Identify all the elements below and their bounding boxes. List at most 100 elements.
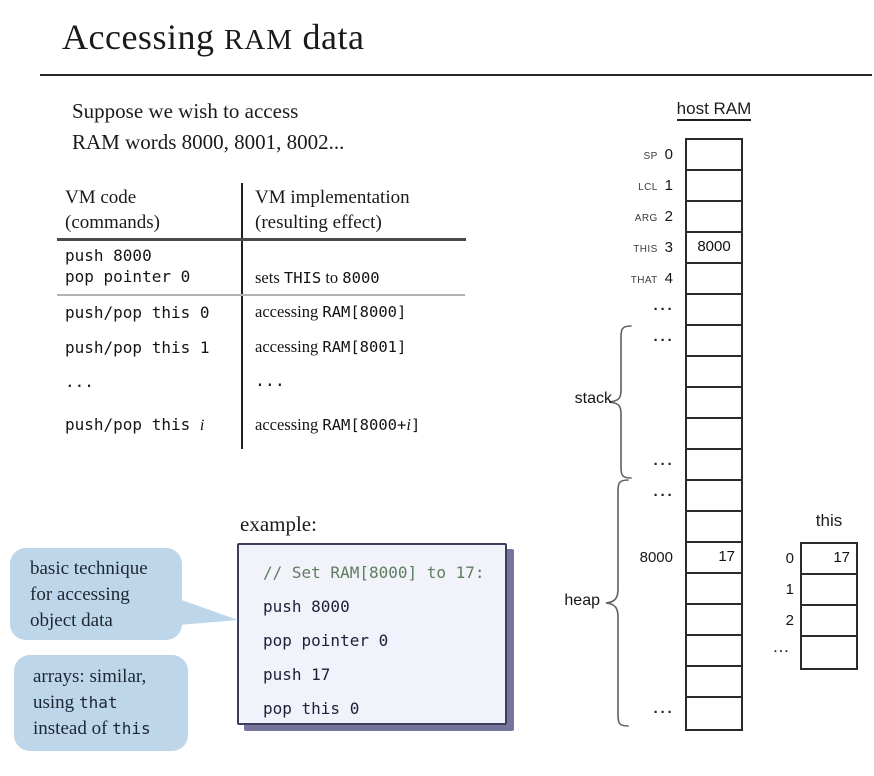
bubble-tail: [176, 598, 238, 625]
bubble-code: this: [112, 719, 151, 738]
heap-brace: [605, 479, 629, 727]
bubble-line: arrays: similar,: [33, 666, 147, 687]
vm-command: push 8000: [65, 246, 152, 265]
vm-command: pop pointer 0: [65, 267, 191, 286]
callout-bubble-basic-technique: basic technique for accessing object dat…: [10, 548, 182, 640]
intro-text: Suppose we wish to access RAM words 8000…: [72, 96, 344, 158]
example-label: example:: [240, 512, 317, 536]
ram-cell: ···: [654, 450, 741, 481]
effect-code: RAM[8001]: [322, 338, 407, 356]
ram-row-label: 8000: [639, 549, 673, 566]
table-column-divider: [241, 183, 243, 449]
table-header-vm-implementation: VM implementation (resulting effect): [255, 185, 410, 235]
bubble-text: using: [33, 692, 79, 713]
command-index-var: i: [199, 417, 205, 434]
ram-cell: [687, 667, 741, 698]
table-row-rule: [57, 294, 465, 296]
bubble-code: that: [78, 693, 118, 712]
ram-cell: [687, 419, 741, 450]
host-ram-title: host RAM: [654, 99, 774, 121]
ram-row-label: 0: [785, 550, 794, 567]
vm-effect: sets THIS to 8000: [255, 268, 380, 288]
heap-label: heap: [564, 592, 600, 609]
ram-row-label: 2: [785, 612, 794, 629]
intro-line-2: RAM words 8000, 8001, 8002...: [72, 130, 345, 154]
title-ram: RAM: [223, 24, 294, 56]
ram-cell-value: 17: [833, 549, 850, 566]
intro-line-1: Suppose we wish to access: [72, 99, 299, 123]
bubble-line: using that: [33, 690, 188, 716]
title-pre: Accessing: [62, 17, 224, 57]
this-segment-title: this: [815, 511, 843, 530]
bubble-line: object data: [30, 610, 113, 631]
header-line: VM implementation: [255, 187, 410, 208]
ram-cell: ···: [654, 295, 741, 326]
ellipsis-label: ···: [773, 644, 791, 658]
vm-table: VM code (commands) VM implementation (re…: [57, 183, 466, 455]
ellipsis-label: ···: [653, 301, 675, 318]
ram-cell-value: 8000: [697, 238, 731, 255]
ellipsis-label: ···: [653, 456, 675, 473]
effect-index-var: i: [406, 415, 411, 434]
bubble-line: basic technique: [30, 558, 148, 579]
bubble-line: for accessing: [30, 584, 130, 605]
ram-cell: [687, 388, 741, 419]
stack-label: stack: [574, 390, 612, 407]
ram-cell: [687, 574, 741, 605]
effect-code: RAM[8000]: [322, 303, 407, 321]
ram-cell-value: 17: [718, 548, 735, 565]
ram-cell: 1: [786, 575, 856, 606]
ram-row-label: 1: [785, 581, 794, 598]
vm-command-ellipsis: ...: [65, 372, 94, 391]
ram-cell: ···: [654, 698, 741, 729]
ellipsis-label: ···: [653, 332, 675, 349]
effect-code: RAM[8000+: [322, 416, 407, 434]
ram-cell: [687, 636, 741, 667]
example-code-box: // Set RAM[8000] to 17: push 8000 pop po…: [237, 543, 507, 725]
bubble-line: instead of this: [33, 716, 188, 742]
vm-command: push/pop this 1: [65, 338, 210, 357]
code-line: push 17: [263, 665, 331, 684]
ellipsis-label: ···: [653, 704, 675, 721]
this-segment-column: 17 0 1 2 ···: [774, 542, 858, 670]
page-title: Accessing RAM data: [62, 16, 365, 58]
code-line: pop pointer 0: [263, 631, 389, 650]
ellipsis-label: ···: [653, 487, 675, 504]
ram-cell: [687, 357, 741, 388]
vm-effect: accessing RAM[8000+i]: [255, 415, 420, 435]
effect-text: accessing: [255, 337, 323, 356]
command-text: push/pop this: [65, 415, 200, 434]
title-rule: [40, 74, 872, 76]
ram-cell: 2: [786, 606, 856, 637]
effect-text: accessing: [255, 302, 323, 321]
vm-effect: accessing RAM[8000]: [255, 302, 406, 322]
title-post: data: [293, 17, 365, 57]
header-line: VM code: [65, 187, 137, 208]
code-line: push 8000: [263, 597, 350, 616]
effect-text: sets: [255, 268, 284, 287]
code-line: pop this 0: [263, 699, 360, 718]
effect-code: ]: [410, 416, 421, 434]
effect-code: 8000: [342, 269, 380, 287]
header-line: (resulting effect): [255, 212, 382, 233]
header-line: (commands): [65, 212, 160, 233]
callout-bubble-arrays: arrays: similar, using that instead of t…: [14, 655, 188, 751]
ram-cell: ···: [654, 326, 741, 357]
vm-command: push/pop this i: [65, 414, 204, 436]
effect-text: accessing: [255, 415, 323, 434]
ram-cell: [687, 512, 741, 543]
ram-cell: 17 0: [786, 544, 856, 575]
stack-brace: [608, 325, 632, 479]
